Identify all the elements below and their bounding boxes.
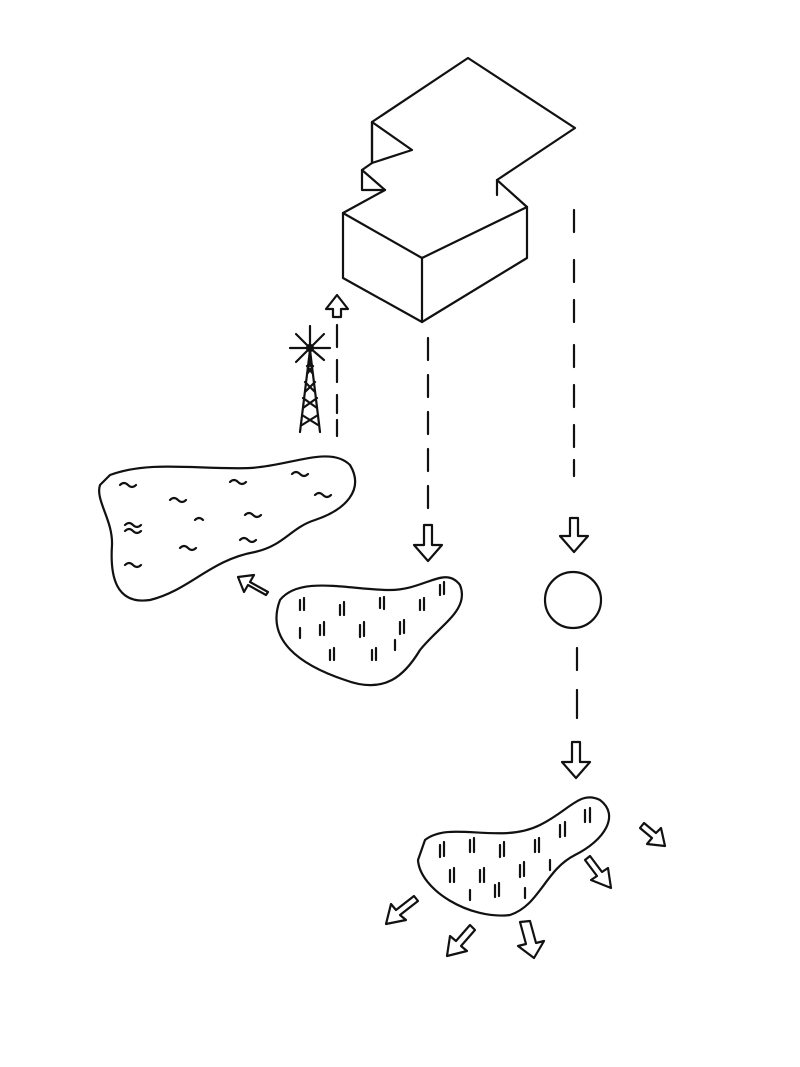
arrow-icon — [583, 854, 613, 890]
arrow-icon — [516, 919, 546, 960]
windmill-icon — [288, 324, 332, 434]
water-pond-icon — [98, 455, 357, 602]
arrow-icon — [384, 894, 420, 926]
dashed-arrow-up-to-building — [324, 293, 350, 438]
sphere-icon — [543, 570, 603, 630]
dashed-arrow-building-to-sphere — [558, 208, 590, 554]
grass-field-icon — [275, 576, 463, 687]
arrow-icon — [638, 821, 667, 848]
outflow-arrows — [384, 821, 667, 960]
arrow-icon — [445, 923, 477, 958]
grass-field-icon — [416, 796, 611, 917]
dashed-arrow-building-to-grass — [412, 336, 444, 563]
dashed-arrow-sphere-to-field — [560, 646, 592, 780]
building-icon — [341, 56, 577, 324]
arrow-icon — [236, 573, 270, 597]
